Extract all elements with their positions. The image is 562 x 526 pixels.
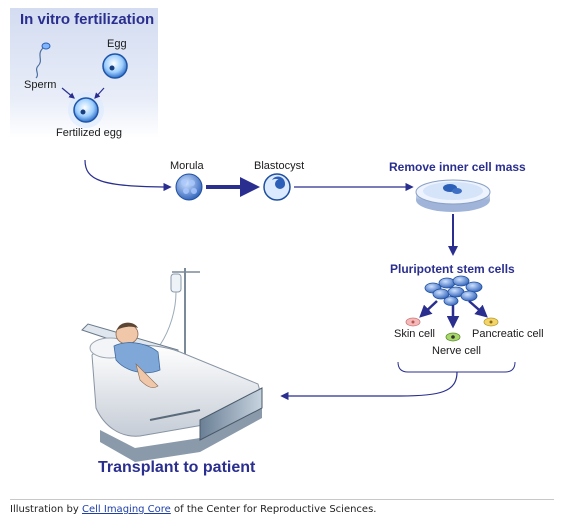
illustration-caption: Illustration by Cell Imaging Core of the… (10, 499, 554, 515)
arrow-to-pancreatic-cell (468, 300, 488, 318)
fertilized-egg-icon (68, 92, 104, 128)
remove-inner-cell-mass-label: Remove inner cell mass (389, 160, 526, 174)
petri-dish-icon (415, 179, 491, 212)
caption-suffix: of the Center for Reproductive Sciences. (170, 504, 377, 515)
blastocyst-label: Blastocyst (254, 160, 305, 172)
caption-prefix: Illustration by (10, 504, 82, 515)
pluripotent-stem-cells-label: Pluripotent stem cells (390, 262, 515, 276)
arrow-to-skin-cell (419, 300, 438, 318)
egg-label: Egg (107, 38, 127, 50)
arrow-ivf-to-morula (84, 159, 172, 192)
nerve-cell-icon (445, 332, 461, 342)
pancreatic-cell-label: Pancreatic cell (472, 328, 544, 340)
fertilized-egg-label: Fertilized egg (56, 127, 123, 139)
hospital-bed-icon (81, 322, 263, 462)
nerve-cell-label: Nerve cell (432, 345, 481, 357)
iv-stand-icon (159, 268, 200, 382)
blastocyst-icon (263, 173, 291, 201)
cell-imaging-core-link[interactable]: Cell Imaging Core (82, 504, 171, 515)
arrow-sperm-to-egg (61, 87, 75, 99)
morula-icon (175, 173, 203, 201)
egg-icon (102, 53, 128, 79)
cells-bracket (397, 361, 516, 373)
sperm-label: Sperm (24, 79, 57, 91)
morula-label: Morula (170, 160, 204, 172)
transplant-label: Transplant to patient (98, 459, 256, 476)
sperm-icon (35, 42, 51, 79)
arrow-egg-to-fertilized (94, 87, 105, 99)
ivf-title: In vitro fertilization (20, 11, 155, 28)
pancreatic-cell-icon (483, 317, 499, 327)
stem-cell-cluster-icon (424, 275, 483, 306)
skin-cell-icon (405, 317, 421, 327)
skin-cell-label: Skin cell (394, 328, 435, 340)
arrow-cells-to-patient (280, 371, 458, 401)
